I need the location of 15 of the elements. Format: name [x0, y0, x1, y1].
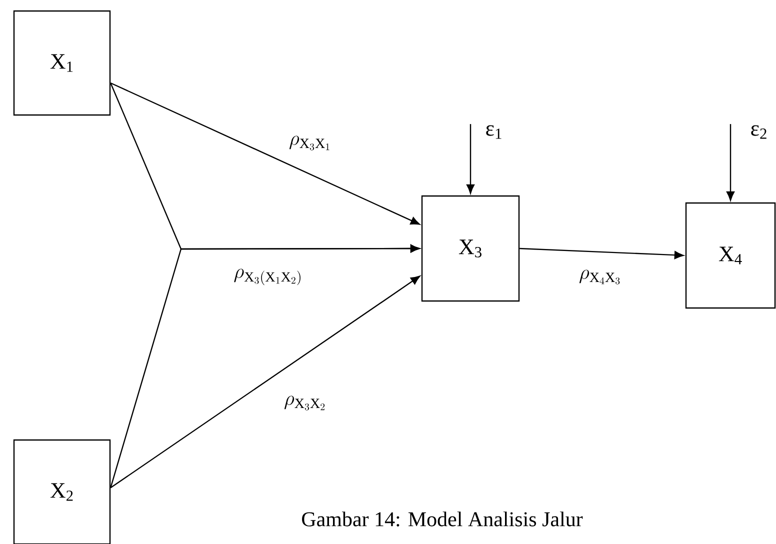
variable-box: X$_{3}$	[421, 195, 520, 302]
edge-label: $\rho_{\mathrm{X}_4\mathrm{X}_3}$	[578, 268, 622, 286]
arrow	[466, 124, 475, 194]
arrow	[726, 124, 735, 201]
error-term-label: ε$_{2}$	[751, 125, 766, 139]
variable-box: X$_{4}$	[685, 202, 776, 309]
edge-label: $\rho_{\mathrm{X}_3\mathrm{X}_2}$	[282, 394, 328, 412]
edge-label: $\rho_{\mathrm{X}_3(\mathrm{X}_1\mathrm{X}_2)}$	[232, 268, 304, 286]
arrow	[520, 248, 684, 260]
error-term-label: ε$_{1}$	[486, 125, 502, 139]
variable-box: X$_{2}$	[13, 439, 111, 544]
arrow	[110, 82, 420, 225]
caption: Gambar 14: Model Analisis Jalur	[302, 512, 583, 526]
variable-box: X$_{1}$	[13, 10, 111, 116]
edge-label: $\rho_{\mathrm{X}_3\mathrm{X}_1}$	[288, 134, 332, 152]
